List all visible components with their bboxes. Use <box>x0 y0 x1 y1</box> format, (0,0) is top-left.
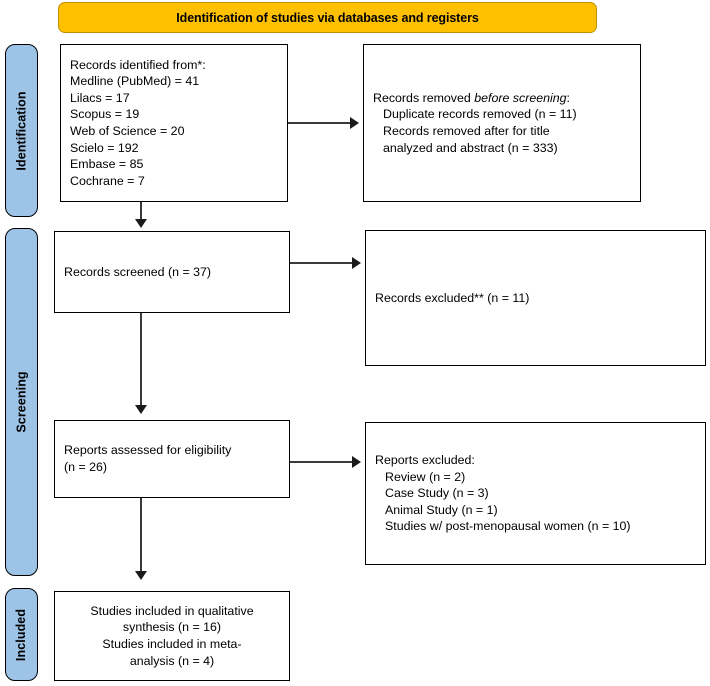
connector-screened-to-assessed <box>140 313 142 407</box>
stage-label-screening: Screening <box>14 371 29 433</box>
box-records-screened: Records screened (n = 37) <box>54 231 290 313</box>
banner-title: Identification of studies via databases … <box>176 10 479 25</box>
records-removed-italic: before screening <box>474 90 567 105</box>
box-records-excluded: Records excluded** (n = 11) <box>365 230 706 366</box>
box-studies-included-text: Studies included in qualitative synthesi… <box>90 603 254 668</box>
arrow-down-icon-screened-to-assessed <box>135 405 147 414</box>
box-studies-included: Studies included in qualitative synthesi… <box>54 591 290 681</box>
box-reports-excluded-heading: Reports excluded: <box>375 453 475 468</box>
stage-bar-included: Included <box>5 588 38 681</box>
arrow-right-icon-screened-to-excluded <box>352 257 361 269</box>
arrow-down-icon-assessed-to-included <box>135 571 147 580</box>
box-records-removed-before-screening: Records removed before screening: Duplic… <box>363 44 641 202</box>
box-records-excluded-text: Records excluded** (n = 11) <box>375 290 530 305</box>
records-removed-prefix: Records removed <box>373 90 475 105</box>
arrow-right-icon-assessed-to-reports-excluded <box>352 456 361 468</box>
box-records-removed-items: Duplicate records removed (n = 11) Recor… <box>383 107 577 155</box>
box-reports-excluded-items: Review (n = 2) Case Study (n = 3) Animal… <box>385 469 631 534</box>
box-reports-excluded: Reports excluded: Review (n = 2) Case St… <box>365 422 706 565</box>
connector-assessed-to-included <box>140 498 142 573</box>
stage-label-included: Included <box>14 608 29 661</box>
stage-bar-screening: Screening <box>5 228 38 576</box>
box-reports-assessed: Reports assessed for eligibility (n = 26… <box>54 420 290 498</box>
stage-bar-identification: Identification <box>5 44 38 217</box>
records-removed-suffix: : <box>566 90 570 105</box>
arrow-right-icon-identified-to-removed <box>350 117 359 129</box>
banner-identification-header: Identification of studies via databases … <box>58 2 597 33</box>
connector-identified-to-removed <box>288 122 351 124</box>
arrow-down-icon-identified-to-screened <box>135 219 147 228</box>
box-records-identified-text: Records identified from*: Medline (PubMe… <box>70 57 206 188</box>
box-records-screened-text: Records screened (n = 37) <box>64 264 212 279</box>
stage-label-identification: Identification <box>14 90 29 171</box>
connector-screened-to-excluded <box>290 262 353 264</box>
box-reports-assessed-text: Reports assessed for eligibility (n = 26… <box>64 443 232 474</box>
connector-identified-to-screened <box>140 202 142 222</box>
box-records-identified: Records identified from*: Medline (PubMe… <box>60 44 288 202</box>
box-records-removed-heading: Records removed before screening: <box>364 90 640 107</box>
connector-assessed-to-reports-excluded <box>290 461 353 463</box>
